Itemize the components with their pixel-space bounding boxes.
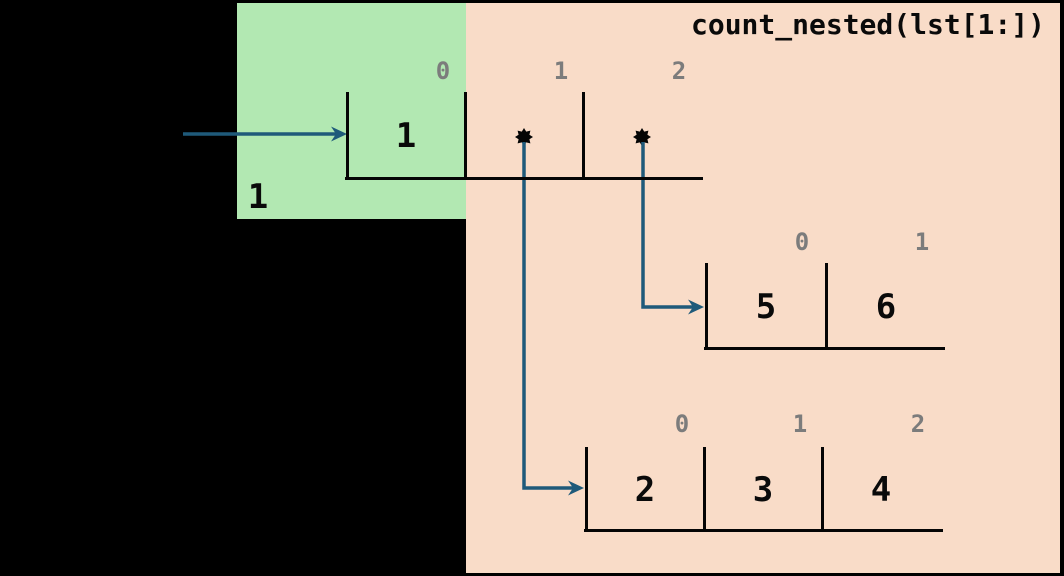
list-baseline (345, 177, 703, 180)
cell-divider-line (463, 92, 467, 178)
index-label: 0 (794, 228, 810, 256)
cell-value: 6 (875, 286, 897, 327)
index-label: 1 (792, 410, 808, 438)
index-label: 0 (435, 57, 451, 85)
cell-value: 4 (870, 469, 892, 510)
cell-divider-line (820, 447, 824, 530)
list-baseline (704, 347, 945, 350)
index-label: 0 (674, 410, 690, 438)
list-baseline (584, 529, 943, 532)
index-label: 1 (553, 57, 569, 85)
index-label: 2 (910, 410, 926, 438)
cell-divider-line (702, 447, 706, 530)
cell-divider-line (824, 263, 828, 348)
count-label: 1 (247, 177, 269, 217)
index-label: 2 (671, 57, 687, 85)
cell-divider-line (345, 92, 349, 178)
cell-divider-line (584, 447, 588, 530)
cell-value: 5 (755, 286, 777, 327)
index-label: 1 (914, 228, 930, 256)
resolved-call-region (237, 3, 466, 219)
call-title: count_nested(lst[1:]) (690, 8, 1045, 41)
cell-value: 1 (395, 116, 417, 156)
cell-divider-line (704, 263, 708, 348)
cell-value: 3 (752, 469, 774, 510)
cell-value: 2 (634, 469, 656, 510)
cell-divider-line (581, 92, 585, 178)
